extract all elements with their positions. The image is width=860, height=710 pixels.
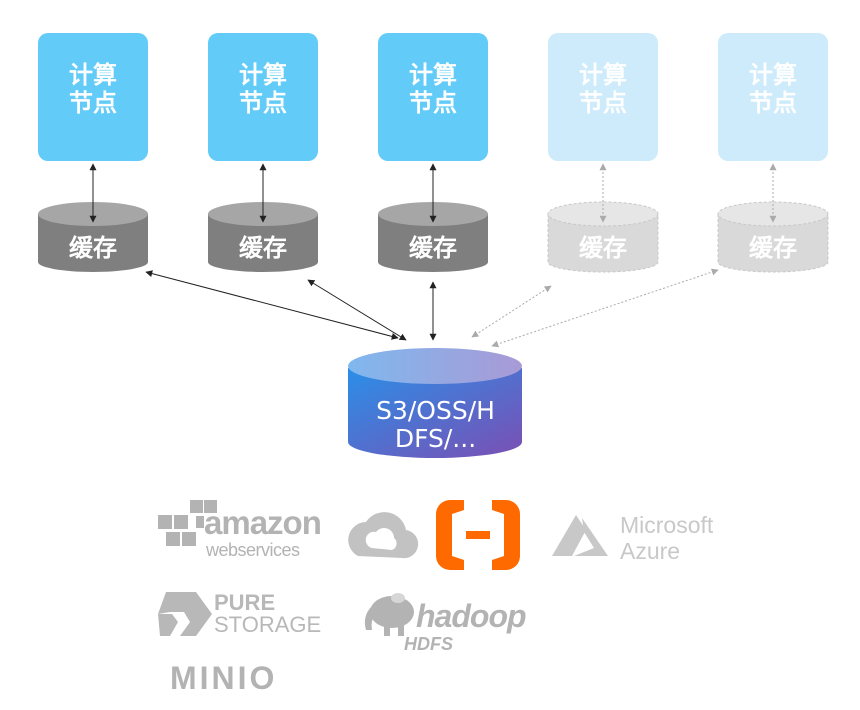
storage-cylinder: [348, 348, 522, 458]
cache-label-4: 缓存: [579, 234, 627, 262]
aws-logo-icon: [158, 500, 217, 546]
minio-logo-text: MINIO: [170, 660, 278, 696]
compute-node-3: 计算 节点: [378, 33, 488, 161]
compute-node-label-line2: 节点: [69, 89, 117, 117]
arrow-cache-storage-4: [471, 285, 552, 338]
compute-node-label-line1: 计算: [749, 61, 797, 89]
hadoop-elephant-icon: [364, 593, 414, 636]
azure-icon: [552, 515, 608, 556]
storage-label-line2: DFS/...: [394, 424, 477, 453]
compute-node-4: 计算 节点: [548, 33, 658, 161]
compute-node-5: 计算 节点: [718, 33, 828, 161]
compute-node-label-line1: 计算: [579, 61, 627, 89]
cache-label-2: 缓存: [239, 234, 287, 262]
compute-node-label-line1: 计算: [239, 61, 287, 89]
compute-node-label-line2: 节点: [409, 89, 457, 117]
google-cloud-icon: [348, 512, 419, 559]
cache-cylinder-5: [717, 201, 829, 273]
hadoop-logo-text: hadoop: [416, 598, 527, 634]
pure-storage-text-line1: PURE: [214, 590, 276, 615]
alibaba-cloud-icon: [436, 500, 520, 570]
compute-node-label-line1: 计算: [69, 61, 117, 89]
arrow-cache-storage-2: [307, 279, 407, 341]
aws-logo-subtext: webservices: [206, 540, 300, 560]
compute-node-2: 计算 节点: [208, 33, 318, 161]
arrow-cache-storage-5: [491, 268, 719, 348]
aws-logo-text: amazon: [204, 504, 322, 541]
compute-node-1: 计算 节点: [38, 33, 148, 161]
cache-label-1: 缓存: [69, 234, 117, 262]
compute-node-label-line1: 计算: [409, 61, 457, 89]
cache-label-5: 缓存: [749, 234, 797, 262]
azure-logo-text-line2: Azure: [620, 538, 681, 564]
pure-storage-text-line2: STORAGE: [214, 612, 322, 637]
cache-cylinder-4: [547, 201, 659, 273]
arrow-cache-storage-1: [145, 270, 399, 340]
compute-node-label-line2: 节点: [749, 89, 797, 117]
storage-label-line1: S3/OSS/H: [376, 396, 495, 425]
pure-storage-icon: [158, 592, 212, 636]
hadoop-hdfs-text: HDFS: [404, 634, 453, 654]
compute-node-label-line2: 节点: [239, 89, 287, 117]
azure-logo-text-line1: Microsoft: [620, 512, 714, 538]
cache-label-3: 缓存: [409, 234, 457, 262]
compute-node-label-line2: 节点: [579, 89, 627, 117]
